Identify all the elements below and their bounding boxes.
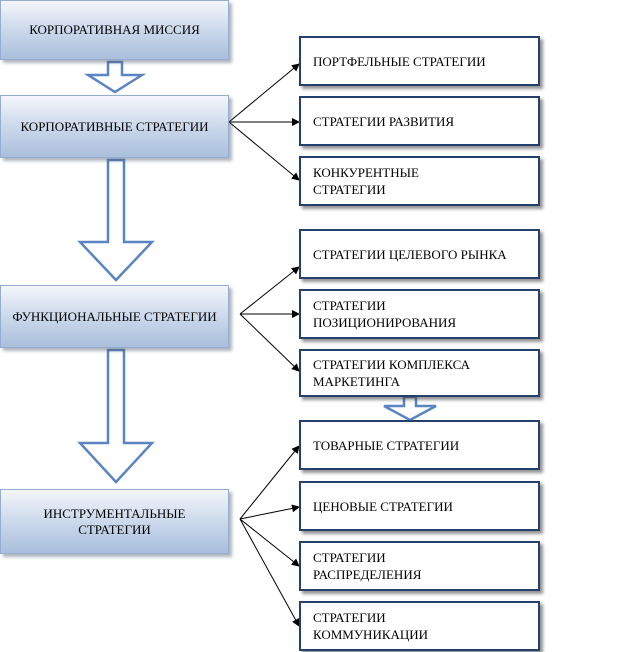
box-instrumental-strategies: ИНСТРУМЕНТАЛЬНЫЕ СТРАТЕГИИ bbox=[0, 489, 229, 554]
label-instrumental-strategies: ИНСТРУМЕНТАЛЬНЫЕ СТРАТЕГИИ bbox=[43, 505, 186, 537]
label-price-strategies: ЦЕНОВЫЕ СТРАТЕГИИ bbox=[313, 498, 453, 514]
box-positioning-strategies: СТРАТЕГИИ ПОЗИЦИОНИРОВАНИЯ bbox=[299, 289, 540, 339]
label-development-strategies: СТРАТЕГИИ РАЗВИТИЯ bbox=[313, 113, 455, 129]
block-arrow-corporate-to-functional bbox=[77, 158, 155, 282]
label-corporate-mission: КОРПОРАТИВНАЯ МИССИЯ bbox=[29, 22, 200, 37]
label-competitive-strategies: КОНКУРЕНТНЫЕ СТРАТЕГИИ bbox=[313, 165, 419, 197]
box-corporate-mission: КОРПОРАТИВНАЯ МИССИЯ bbox=[0, 0, 229, 60]
connector-corporate-competitive bbox=[228, 121, 300, 181]
connector-functional-target-market bbox=[239, 266, 300, 315]
box-marketing-mix-strategies: СТРАТЕГИИ КОМПЛЕКСА МАРКЕТИНГА bbox=[299, 349, 540, 397]
label-corporate-strategies: КОРПОРАТИВНЫЕ СТРАТЕГИИ bbox=[20, 118, 209, 134]
block-arrow-functional-to-instrumental bbox=[77, 348, 155, 484]
label-marketing-mix-strategies: СТРАТЕГИИ КОМПЛЕКСА МАРКЕТИНГА bbox=[313, 357, 471, 389]
box-target-market-strategies: СТРАТЕГИИ ЦЕЛЕВОГО РЫНКА bbox=[299, 229, 540, 279]
box-competitive-strategies: КОНКУРЕНТНЫЕ СТРАТЕГИИ bbox=[299, 156, 540, 206]
block-arrow-marketing-mix-to-instruments bbox=[383, 395, 437, 422]
box-portfolio-strategies: ПОРТФЕЛЬНЫЕ СТРАТЕГИИ bbox=[299, 36, 540, 86]
connector-instrumental-product bbox=[239, 445, 300, 520]
box-price-strategies: ЦЕНОВЫЕ СТРАТЕГИИ bbox=[299, 481, 540, 531]
box-communication-strategies: СТРАТЕГИИ КОММУНИКАЦИИ bbox=[299, 601, 540, 651]
box-functional-strategies: ФУНКЦИОНАЛЬНЫЕ СТРАТЕГИИ bbox=[0, 285, 229, 348]
connector-instrumental-communication bbox=[239, 518, 300, 627]
box-product-strategies: ТОВАРНЫЕ СТРАТЕГИИ bbox=[299, 420, 540, 470]
connector-instrumental-distribution bbox=[239, 518, 300, 567]
label-communication-strategies: СТРАТЕГИИ КОММУНИКАЦИИ bbox=[313, 610, 429, 642]
connector-instrumental-price bbox=[239, 504, 300, 520]
label-functional-strategies: ФУНКЦИОНАЛЬНЫЕ СТРАТЕГИИ bbox=[12, 308, 217, 324]
block-arrow-mission-to-corporate bbox=[83, 60, 147, 94]
box-development-strategies: СТРАТЕГИИ РАЗВИТИЯ bbox=[299, 96, 540, 146]
label-positioning-strategies: СТРАТЕГИИ ПОЗИЦИОНИРОВАНИЯ bbox=[313, 298, 457, 330]
box-corporate-strategies: КОРПОРАТИВНЫЕ СТРАТЕГИИ bbox=[0, 95, 229, 158]
box-distribution-strategies: СТРАТЕГИИ РАСПРЕДЕЛЕНИЯ bbox=[299, 541, 540, 591]
label-product-strategies: ТОВАРНЫЕ СТРАТЕГИИ bbox=[313, 437, 460, 453]
label-portfolio-strategies: ПОРТФЕЛЬНЫЕ СТРАТЕГИИ bbox=[313, 53, 486, 69]
connector-functional-marketing-mix bbox=[239, 313, 300, 372]
label-target-market-strategies: СТРАТЕГИИ ЦЕЛЕВОГО РЫНКА bbox=[313, 246, 507, 262]
connector-corporate-portfolio bbox=[228, 63, 300, 123]
label-distribution-strategies: СТРАТЕГИИ РАСПРЕДЕЛЕНИЯ bbox=[313, 550, 422, 582]
